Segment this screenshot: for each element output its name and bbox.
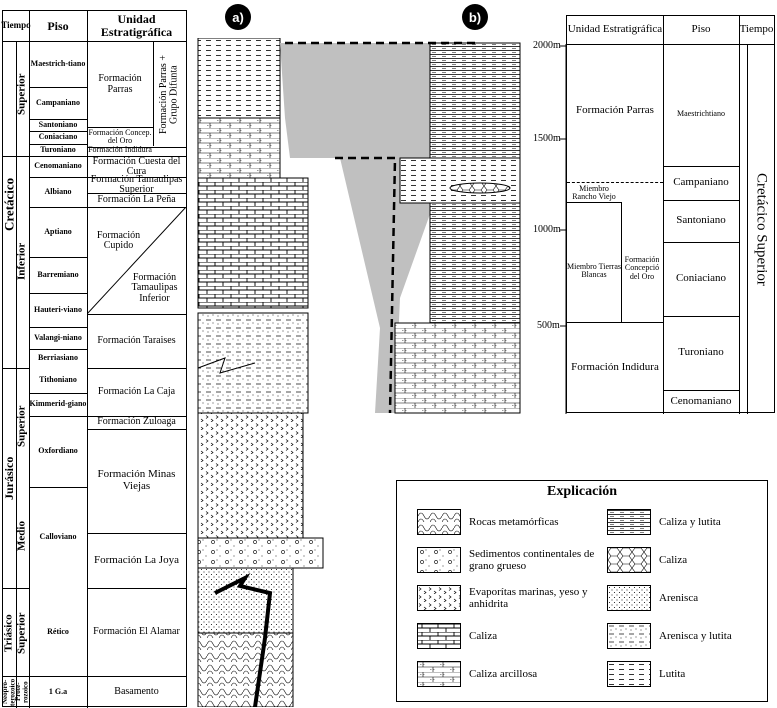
legend-label: Caliza	[469, 630, 498, 642]
label-a: a)	[225, 4, 251, 30]
era-triasico: Triásico	[2, 614, 15, 653]
label-b: b)	[462, 4, 488, 30]
legend-label: Sedimentos continentales de grano grueso	[469, 548, 595, 572]
legend-item-continentales: Sedimentos continentales de grano grueso	[417, 547, 597, 573]
depth-500: 500m	[537, 320, 560, 331]
rpiso-maestrichtiano: Maestrichtiano	[677, 108, 725, 118]
piso-calloviano: Calloviano	[39, 532, 77, 542]
unit-cuesta: Formación Cuesta del Cura	[92, 155, 181, 177]
legend-label: Lutita	[659, 668, 686, 680]
piso-campaniano: Campaniano	[35, 97, 80, 107]
unit-cupido: Formación Cupido	[96, 229, 141, 251]
legend-title: Explicación	[546, 484, 617, 499]
era-jurasico: Jurásico	[2, 456, 17, 501]
piso-hauteriviano: Hauteri-viano	[34, 304, 82, 314]
piso-maestrichtiano: Maestrich-tiano	[30, 59, 86, 69]
legend: Explicación Rocas metamórficas Sedimento…	[396, 480, 768, 702]
piso-tithoniano: Tithoniano	[39, 375, 77, 385]
piso-iga: 1 G.a	[48, 686, 68, 696]
runit-concepcion: Formación Concepció del Oro	[624, 254, 660, 281]
depth-1000: 1000m	[533, 224, 561, 235]
legend-label: Evaporítas marinas, yeso y anhidrita	[469, 586, 588, 610]
runit-rancho: Miembro Rancho Viejo	[572, 183, 616, 201]
unit-lacaja: Formación La Caja	[97, 385, 176, 397]
legend-label: Caliza	[659, 554, 688, 566]
piso-kimmeridgiano: Kimmerid-giano	[29, 399, 87, 409]
legend-item-caliza-arcillosa: Caliza arcillosa	[417, 661, 597, 687]
legend-label: Arenisca y lutita	[659, 630, 732, 642]
piso-albiano: Albiano	[44, 186, 72, 196]
rheader-piso: Piso	[691, 23, 711, 36]
rtiempo-cretacico-superior: Cretácico Superior	[753, 172, 770, 286]
piso-oxfordiano: Oxfordiano	[38, 446, 78, 456]
legend-label: Caliza arcillosa	[469, 668, 538, 680]
column-a	[197, 38, 324, 707]
unit-indidura: Formación Indidura	[88, 144, 152, 154]
rheader-tiempo: Tiempo	[739, 23, 774, 36]
piso-retico: Rético	[47, 626, 69, 636]
legend-item-metamorficas: Rocas metamórficas	[417, 509, 597, 535]
era-inferior: Inferior	[15, 242, 28, 280]
unit-basamento: Basamento	[114, 685, 159, 697]
unit-lapena: Formación La Peña	[97, 193, 176, 205]
runit-tierras: Miembro Tierras Blancas	[567, 261, 621, 279]
header-unidad: Unidad Estratigráfica	[100, 12, 173, 39]
unit-tamaulipas-sup: Formación Tamaulipas Superior	[90, 173, 183, 195]
era-cretacico: Cretácico	[1, 177, 17, 232]
legend-item-lutita: Lutita	[607, 661, 767, 687]
era-jur-superior: Superior	[15, 405, 28, 447]
column-b	[280, 41, 521, 414]
unit-parras-grupo: Formación Parras + Grupo Difunta	[158, 55, 180, 134]
unit-minas: Formación Minas Viejas	[97, 468, 176, 492]
left-stratigraphy-table: Tiempo Piso Unidad Estratigráfica Cretác…	[1, 10, 187, 708]
unit-tamaulipas-inf: Formación Tamaulipas Inferior	[131, 271, 178, 304]
cupido-diagonal	[87, 207, 186, 314]
unit-concep: Formación Concep. del Oro	[88, 127, 152, 145]
depth-1500: 1500m	[533, 133, 561, 144]
rpiso-turoniano: Turoniano	[678, 346, 724, 359]
unit-alamar: Formación El Alamar	[93, 625, 180, 637]
era-proterozoico: Prote-rozoico	[14, 681, 30, 703]
runit-parras: Formación Parras	[576, 104, 654, 117]
legend-item-caliza: Caliza	[417, 623, 597, 649]
legend-item-evaporitas: Evaporítas marinas, yeso y anhidrita	[417, 585, 597, 611]
piso-coniaciano: Coniaciano	[38, 132, 78, 142]
header-tiempo: Tiempo	[1, 20, 31, 31]
era-tri-superior: Superior	[15, 612, 28, 655]
era-superior: Superior	[15, 73, 28, 116]
legend-item-caliza-lutita: Caliza y lutita	[607, 509, 767, 535]
unit-zuloaga: Formación Zuloaga	[97, 416, 176, 428]
rheader-unidad: Unidad Estratigráfica	[567, 23, 663, 36]
runit-indidura: Formación Indidura	[571, 361, 659, 374]
piso-turoniano: Turoniano	[40, 144, 76, 154]
legend-label: Arenisca	[659, 592, 699, 604]
legend-item-arenisca-lutita: Arenisca y lutita	[607, 623, 767, 649]
piso-santoniano: Santoniano	[38, 119, 78, 129]
piso-berriasiano: Berriasiano	[38, 353, 78, 363]
piso-cenomaniano: Cenomaniano	[34, 161, 82, 171]
depth-2000: 2000m	[533, 40, 561, 51]
legend-item-arenisca: Arenisca	[607, 585, 767, 611]
legend-label: Rocas metamórficas	[469, 516, 559, 528]
piso-barremiano: Barremiano	[37, 269, 79, 279]
rpiso-santoniano: Santoniano	[676, 214, 726, 227]
header-piso: Piso	[47, 18, 69, 33]
legend-label: Caliza y lutita	[659, 516, 721, 528]
era-medio: Medio	[15, 521, 28, 551]
right-stratigraphy-table: Unidad Estratigráfica Piso Tiempo Formac…	[566, 15, 775, 414]
rpiso-campaniano: Campaniano	[673, 176, 729, 189]
unit-parras: Formación Parras	[98, 73, 142, 95]
piso-valanginiano: Valangi-niano	[34, 332, 82, 342]
piso-aptiano: Aptiano	[44, 226, 72, 236]
rpiso-cenomaniano: Cenomaniano	[670, 395, 732, 408]
legend-item-caliza-2: Caliza	[607, 547, 767, 573]
rpiso-coniaciano: Coniaciano	[675, 272, 727, 285]
unit-taraises: Formación Taraises	[97, 334, 176, 346]
unit-lajoya: Formación La Joya	[94, 553, 179, 566]
